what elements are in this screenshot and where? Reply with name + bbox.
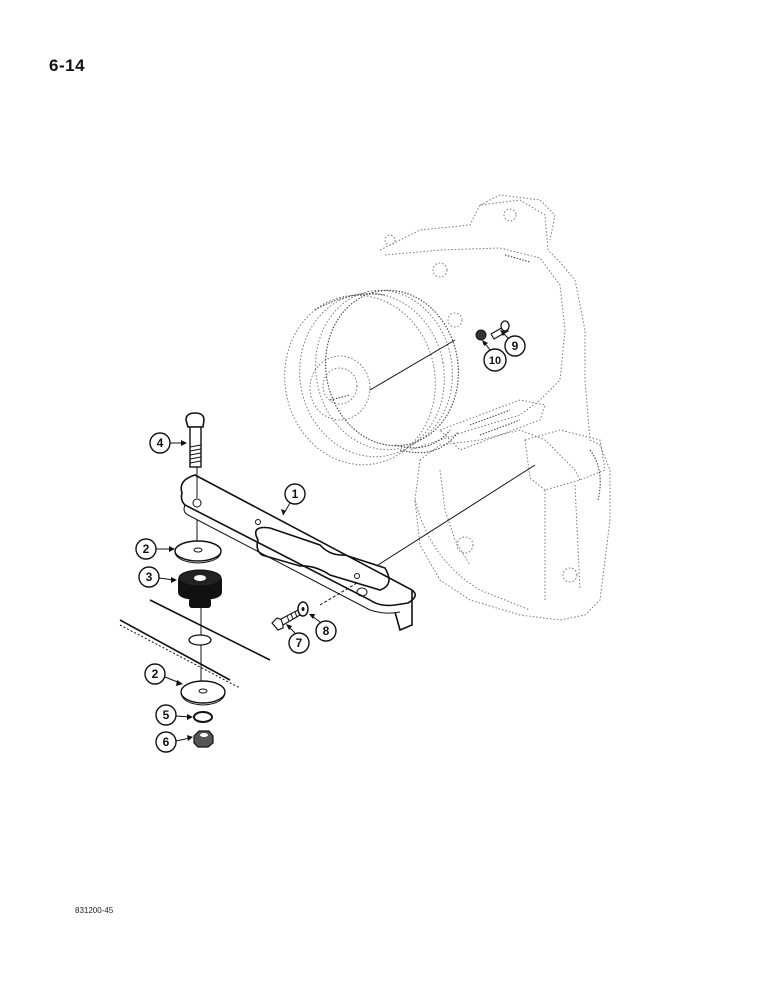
callout-5[interactable]: 5 — [155, 704, 193, 726]
assembly-line-10 — [369, 339, 456, 391]
callout-label: 2 — [152, 667, 159, 681]
callout-label: 9 — [512, 339, 519, 353]
callout-3[interactable]: 3 — [138, 566, 177, 588]
callout-9[interactable]: 9 — [500, 330, 526, 357]
callout-10[interactable]: 10 — [482, 340, 507, 372]
assembly-line-bracket — [377, 464, 536, 566]
callout-label: 4 — [157, 436, 164, 450]
cap-screw-7 — [271, 609, 301, 631]
washer-8 — [297, 601, 309, 617]
callout-label: 2 — [143, 542, 150, 556]
transmission-assembly — [284, 194, 611, 621]
hex-nut-6 — [193, 730, 214, 748]
mounting-bracket — [180, 474, 416, 632]
callout-2-upper[interactable]: 2 — [135, 538, 175, 560]
frame-rail — [119, 599, 271, 689]
callout-7[interactable]: 7 — [286, 624, 310, 654]
callout-4[interactable]: 4 — [149, 432, 187, 454]
washer-2-lower — [180, 680, 226, 706]
callout-label: 5 — [163, 708, 170, 722]
callout-label: 8 — [323, 624, 330, 638]
callout-2-lower[interactable]: 2 — [144, 663, 183, 686]
callout-label: 6 — [163, 735, 170, 749]
callout-8[interactable]: 8 — [309, 614, 337, 642]
callout-6[interactable]: 6 — [155, 731, 193, 753]
cap-screw-4 — [185, 412, 205, 468]
lock-washer-5 — [193, 711, 213, 723]
callout-label: 10 — [489, 355, 501, 367]
figure-id: 831200-45 — [75, 906, 114, 915]
cap-screw-9 — [490, 320, 510, 340]
callout-label: 1 — [292, 487, 299, 501]
page-number: 6-14 — [49, 56, 86, 75]
callout-label: 7 — [296, 636, 303, 650]
washer-2-upper — [174, 540, 222, 564]
lock-washer-10 — [475, 329, 487, 341]
callout-1[interactable]: 1 — [281, 483, 306, 516]
rubber-isolator-3 — [178, 569, 222, 646]
callout-label: 3 — [146, 570, 153, 584]
